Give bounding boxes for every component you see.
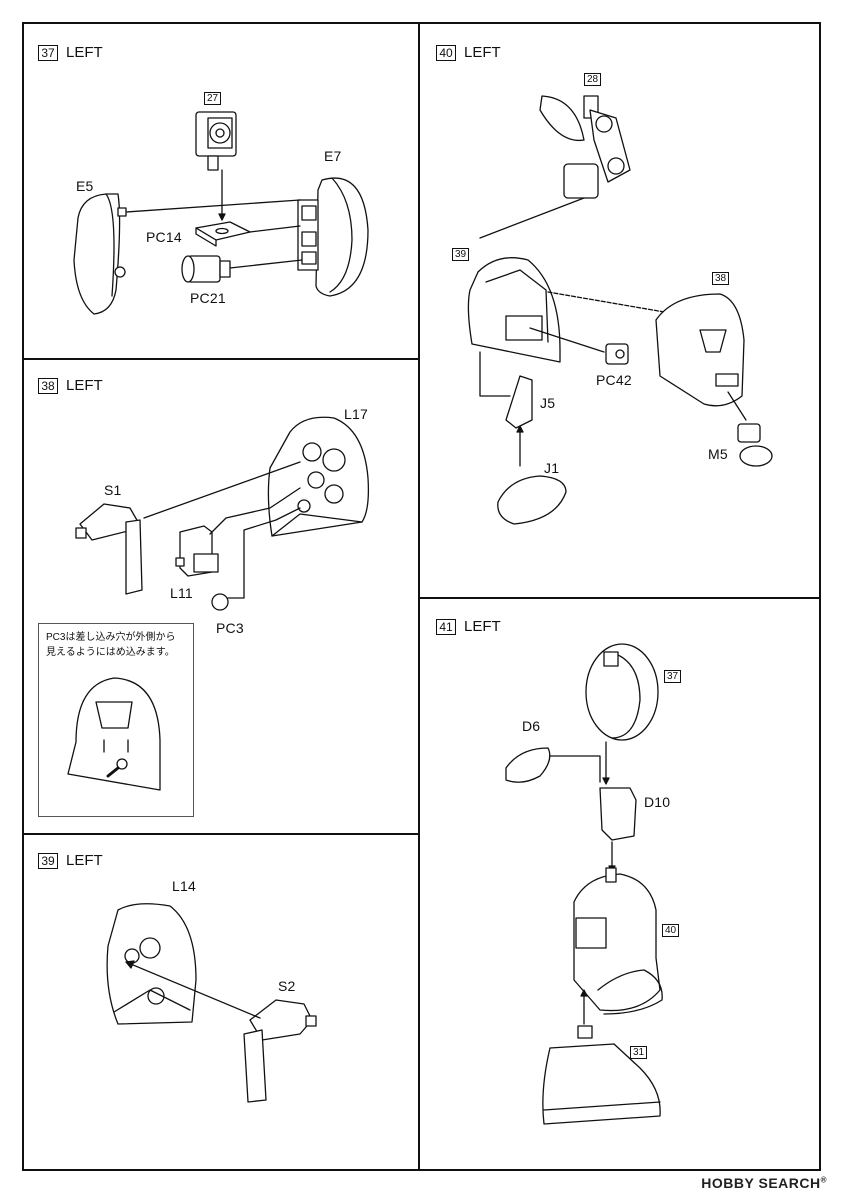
label-pc14: PC14 <box>146 229 182 245</box>
label-pc42: PC42 <box>596 372 632 388</box>
label-l11: L11 <box>170 585 193 601</box>
label-m5: M5 <box>708 446 728 462</box>
label-e7: E7 <box>324 148 342 164</box>
part-31-drawing <box>542 1025 661 1125</box>
step-41-header: 41 LEFT <box>436 618 501 635</box>
step-number: 39 <box>38 852 58 869</box>
watermark-mark: ® <box>820 1175 827 1185</box>
ref-28: 28 <box>584 73 602 86</box>
label-pc21: PC21 <box>190 290 226 306</box>
step-side: LEFT <box>464 618 501 635</box>
step-40-header: 40 LEFT <box>436 44 501 61</box>
label-d10: D10 <box>644 794 671 810</box>
step-number: 40 <box>436 44 456 61</box>
step-side: LEFT <box>66 852 103 869</box>
note-box <box>38 623 194 817</box>
ref-27: 27 <box>204 92 222 105</box>
divider-40-41 <box>418 597 821 599</box>
part-37-drawing <box>585 643 659 741</box>
part-38-drawing <box>655 293 745 407</box>
ref-39: 39 <box>452 248 470 261</box>
page-frame <box>22 22 821 1171</box>
part-l14-drawing <box>106 903 197 1025</box>
step-side: LEFT <box>66 377 103 394</box>
step-number: 37 <box>38 44 58 61</box>
part-27-drawing <box>195 111 237 171</box>
part-d10-drawing <box>599 787 637 841</box>
label-e5: E5 <box>76 178 94 194</box>
label-d6: D6 <box>522 718 541 734</box>
part-s2-drawing <box>243 999 317 1103</box>
watermark-brand: HOBBY SEARCH <box>701 1175 821 1191</box>
part-d6-drawing <box>505 747 551 783</box>
part-l17-drawing <box>267 416 370 537</box>
part-28-drawing <box>539 95 631 199</box>
ref-31: 31 <box>630 1046 648 1059</box>
step-number: 41 <box>436 618 456 635</box>
part-j1-drawing <box>497 475 567 525</box>
step-37-header: 37 LEFT <box>38 44 103 61</box>
part-e7-drawing <box>297 177 369 297</box>
part-pc14-drawing <box>195 221 251 247</box>
part-j5-drawing <box>505 375 533 429</box>
vertical-divider <box>418 22 420 1171</box>
step-side: LEFT <box>464 44 501 61</box>
ref-37: 37 <box>664 670 682 683</box>
step-side: LEFT <box>66 44 103 61</box>
part-pc42-drawing <box>605 343 629 365</box>
step-38-header: 38 LEFT <box>38 377 103 394</box>
note-illustration <box>67 677 161 791</box>
label-j1: J1 <box>544 460 560 476</box>
label-l17: L17 <box>344 406 368 422</box>
note-text: PC3は差し込み穴が外側から 見えるようにはめ込みます。 <box>46 632 176 658</box>
part-m5-drawing <box>737 423 773 467</box>
part-pc3-drawing <box>211 593 229 611</box>
part-40-drawing <box>573 867 663 1015</box>
part-pc21-drawing <box>181 255 231 283</box>
divider-38-39 <box>22 833 420 835</box>
label-l14: L14 <box>172 878 196 894</box>
label-s2: S2 <box>278 978 296 994</box>
label-j5: J5 <box>540 395 556 411</box>
divider-37-38 <box>22 358 420 360</box>
label-pc3: PC3 <box>216 620 244 636</box>
step-39-header: 39 LEFT <box>38 852 103 869</box>
step-number: 38 <box>38 377 58 394</box>
part-l11-drawing <box>175 525 219 577</box>
watermark: HOBBY SEARCH® <box>701 1175 827 1191</box>
label-s1: S1 <box>104 482 122 498</box>
ref-38: 38 <box>712 272 730 285</box>
part-s1-drawing <box>75 503 143 595</box>
part-e5-drawing <box>73 193 127 315</box>
ref-40: 40 <box>662 924 680 937</box>
part-39-drawing <box>467 257 561 363</box>
